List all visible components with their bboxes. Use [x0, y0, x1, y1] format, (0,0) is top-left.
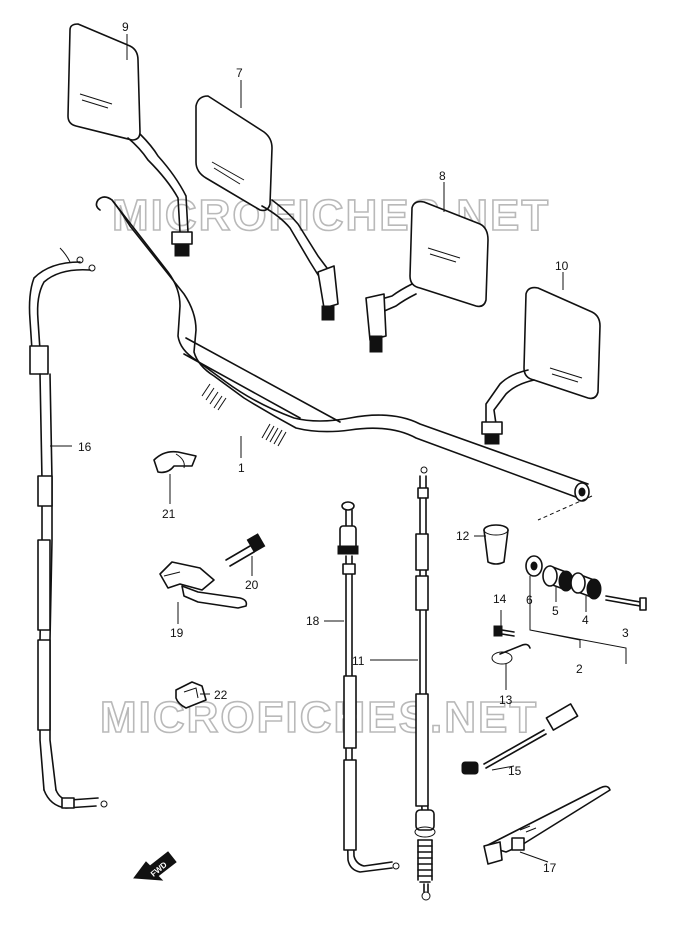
fwd-arrow-icon: FWD [133, 851, 177, 881]
mirror-8[interactable] [365, 200, 489, 353]
lever-holder-19[interactable] [159, 561, 248, 609]
label-11[interactable]: 11 [352, 654, 365, 668]
label-22[interactable]: 22 [214, 688, 228, 702]
washer-6[interactable] [525, 555, 543, 577]
clamp-21[interactable] [153, 450, 197, 474]
label-7[interactable]: 7 [236, 66, 243, 80]
label-9[interactable]: 9 [122, 20, 129, 34]
cable-11[interactable] [414, 466, 436, 901]
screw-14[interactable] [493, 625, 515, 637]
part-labels: 9 7 8 10 16 1 21 20 19 22 18 11 12 14 13… [78, 20, 629, 875]
label-21[interactable]: 21 [162, 507, 176, 521]
label-1[interactable]: 1 [238, 461, 245, 475]
weight-5[interactable] [542, 565, 574, 592]
cable-tie-17[interactable] [483, 785, 611, 865]
cap-22[interactable] [175, 681, 207, 709]
bolt-20[interactable] [225, 533, 266, 567]
label-6[interactable]: 6 [526, 593, 533, 607]
label-10[interactable]: 10 [555, 259, 569, 273]
label-13[interactable]: 13 [499, 693, 513, 707]
mirror-9[interactable] [67, 23, 193, 257]
label-16[interactable]: 16 [78, 440, 92, 454]
label-5[interactable]: 5 [552, 604, 559, 618]
label-12[interactable]: 12 [456, 529, 470, 543]
switch-15[interactable] [461, 703, 579, 775]
leader-lines [50, 34, 587, 863]
label-20[interactable]: 20 [245, 578, 259, 592]
label-19[interactable]: 19 [170, 626, 184, 640]
knurl-left [201, 383, 227, 411]
label-15[interactable]: 15 [508, 764, 522, 778]
label-4[interactable]: 4 [582, 613, 589, 627]
label-17[interactable]: 17 [543, 861, 557, 875]
label-14[interactable]: 14 [493, 592, 507, 606]
label-2[interactable]: 2 [576, 662, 583, 676]
bracket-2 [529, 576, 627, 664]
label-18[interactable]: 18 [306, 614, 320, 628]
screw-3[interactable] [605, 595, 647, 611]
weight-4[interactable] [570, 572, 602, 600]
throttle-cables-16[interactable] [28, 247, 108, 809]
label-8[interactable]: 8 [439, 169, 446, 183]
watermark-lower: MICROFICHES.NET [100, 693, 538, 742]
label-3[interactable]: 3 [622, 626, 629, 640]
cable-18[interactable] [337, 501, 400, 873]
mirror-10[interactable] [481, 286, 601, 445]
clip-13[interactable] [491, 643, 531, 665]
knurl-right [261, 423, 287, 447]
handlebar-1[interactable] [95, 196, 593, 521]
mirror-7[interactable] [195, 95, 339, 321]
sleeve-12[interactable] [483, 524, 509, 565]
